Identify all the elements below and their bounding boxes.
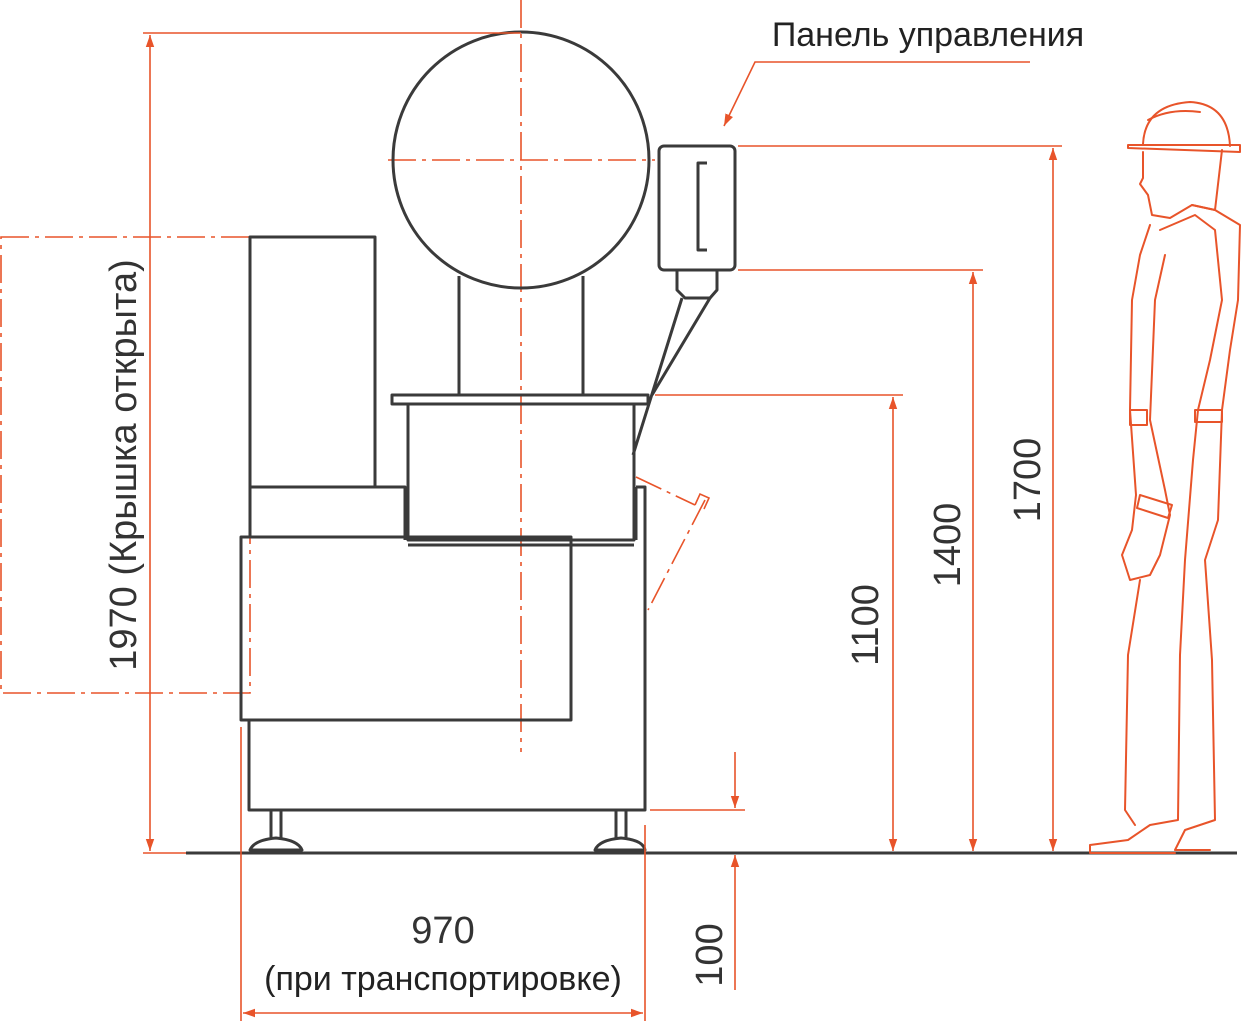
foot-right bbox=[593, 810, 647, 852]
bowl bbox=[406, 402, 636, 542]
panel-handle bbox=[696, 161, 707, 252]
dim-1700-label: 1700 bbox=[1007, 438, 1049, 523]
foot-left bbox=[248, 810, 304, 852]
front-panel bbox=[239, 535, 573, 722]
dim-1400-label: 1400 bbox=[927, 503, 969, 588]
control-panel bbox=[657, 144, 737, 272]
human-silhouette bbox=[1089, 101, 1241, 854]
dim-970-label: 970 bbox=[411, 910, 474, 952]
dim-970-note: (при транспортировке) bbox=[264, 960, 622, 998]
dim-100-label: 100 bbox=[689, 923, 731, 986]
lid bbox=[248, 235, 377, 489]
dim-1100-label: 1100 bbox=[845, 584, 887, 666]
panel-arm bbox=[631, 297, 712, 456]
machine bbox=[239, 30, 737, 852]
drum bbox=[391, 30, 651, 290]
dim-1970-label: 1970 (Крышка открыта) bbox=[103, 259, 145, 671]
control-panel-label: Панель управления bbox=[772, 16, 1084, 54]
